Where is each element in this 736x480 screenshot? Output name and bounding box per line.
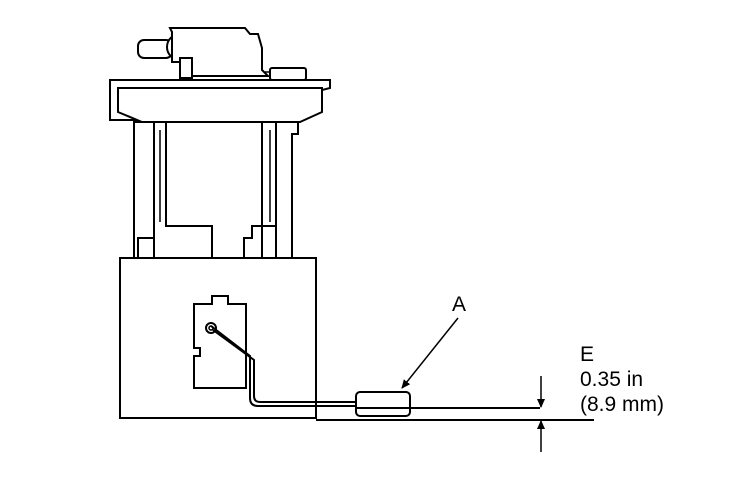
top-fitting-assembly <box>137 27 307 81</box>
float-a <box>355 391 411 417</box>
float-arm <box>210 325 380 407</box>
callout-a-label: A <box>452 293 467 316</box>
sender-mount <box>193 295 247 389</box>
left-strut-inner <box>153 121 213 259</box>
dimension-letter-label: E <box>580 343 595 366</box>
dimension-mm-label: (8.9 mm) <box>580 393 664 416</box>
flange-lower <box>117 87 323 123</box>
left-strut <box>133 121 155 259</box>
dimension-inch-label: 0.35 in <box>580 368 644 391</box>
right-strut-outer <box>275 121 299 259</box>
right-strut <box>243 121 277 259</box>
leader-line-a <box>401 317 459 389</box>
